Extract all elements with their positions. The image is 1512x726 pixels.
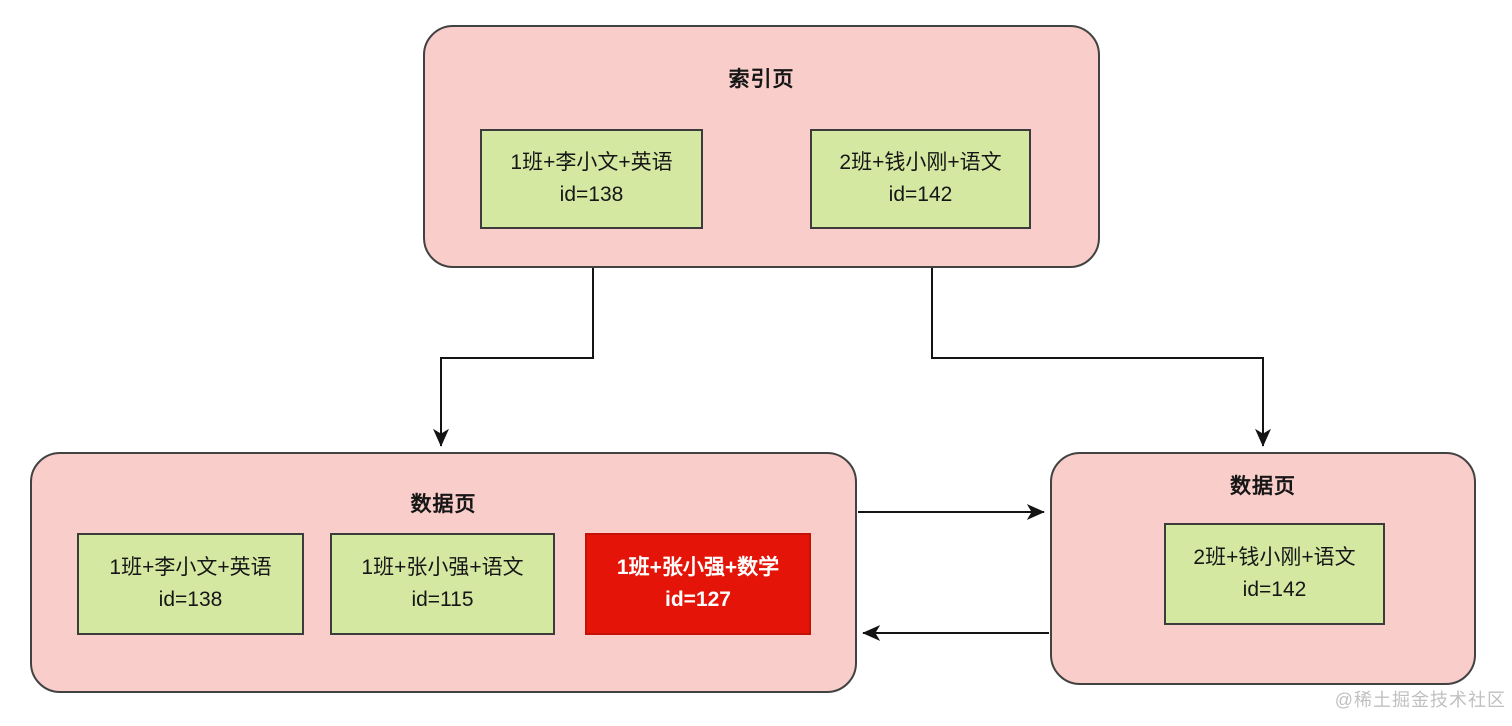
data-page-left-title: 数据页 [410, 493, 477, 516]
connector-index-to-left-data-page [433, 268, 594, 447]
data-record-id138: 1班+李小文+英语 id=138 [77, 533, 304, 635]
data-page-left: 数据页 1班+李小文+英语 id=138 1班+张小强+语文 id=115 1班… [30, 452, 857, 693]
data-record-id127-highlighted: 1班+张小强+数学 id=127 [585, 533, 811, 635]
index-page: 索引页 1班+李小文+英语 id=138 2班+钱小刚+语文 id=142 [423, 25, 1100, 268]
record-key: 1班+李小文+英语 [109, 556, 272, 579]
data-record-id115: 1班+张小强+语文 id=115 [330, 533, 555, 635]
data-page-right-title: 数据页 [1230, 475, 1296, 498]
record-id: id=142 [1242, 578, 1307, 601]
record-id: id=115 [411, 588, 474, 611]
record-id: id=138 [559, 183, 624, 206]
record-key: 1班+张小强+语文 [361, 556, 524, 579]
record-id: id=142 [888, 183, 953, 206]
connector-index-to-right-data-page [931, 268, 1271, 447]
index-record-id138: 1班+李小文+英语 id=138 [480, 129, 703, 229]
record-key: 1班+李小文+英语 [510, 151, 673, 174]
record-key: 1班+张小强+数学 [616, 556, 780, 579]
index-page-title: 索引页 [728, 68, 795, 91]
data-page-right: 数据页 2班+钱小刚+语文 id=142 [1050, 452, 1476, 685]
data-record-id142: 2班+钱小刚+语文 id=142 [1164, 523, 1385, 625]
record-key: 2班+钱小刚+语文 [1193, 546, 1356, 569]
record-id: id=138 [158, 588, 223, 611]
juejin-watermark: @稀土掘金技术社区 [1334, 690, 1506, 710]
record-key: 2班+钱小刚+语文 [839, 151, 1002, 174]
index-record-id142: 2班+钱小刚+语文 id=142 [810, 129, 1031, 229]
record-id: id=127 [665, 588, 731, 611]
